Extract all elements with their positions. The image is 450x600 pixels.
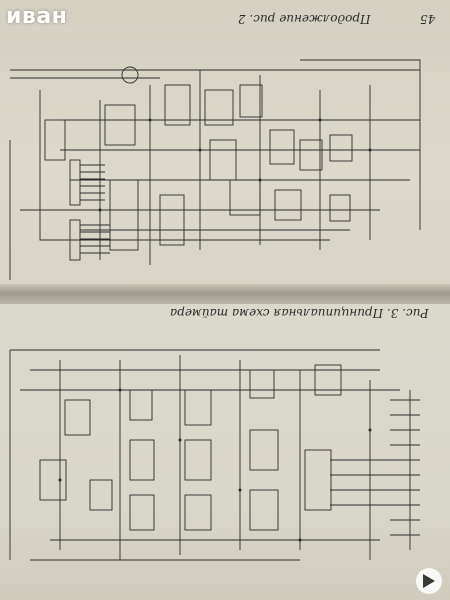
- top-schematic: [9, 59, 421, 280]
- top-figure-caption: Продолжение рис. 2: [238, 12, 371, 26]
- top-page: [0, 0, 450, 290]
- book-gutter: [0, 284, 450, 304]
- bottom-schematic: [9, 349, 420, 561]
- bottom-figure-caption: Рис. 3. Принципиальная схема таймера: [170, 306, 429, 320]
- page-number: 45: [420, 12, 436, 26]
- bazar-logo-icon: [416, 568, 442, 594]
- watermark-text: иван: [6, 4, 68, 29]
